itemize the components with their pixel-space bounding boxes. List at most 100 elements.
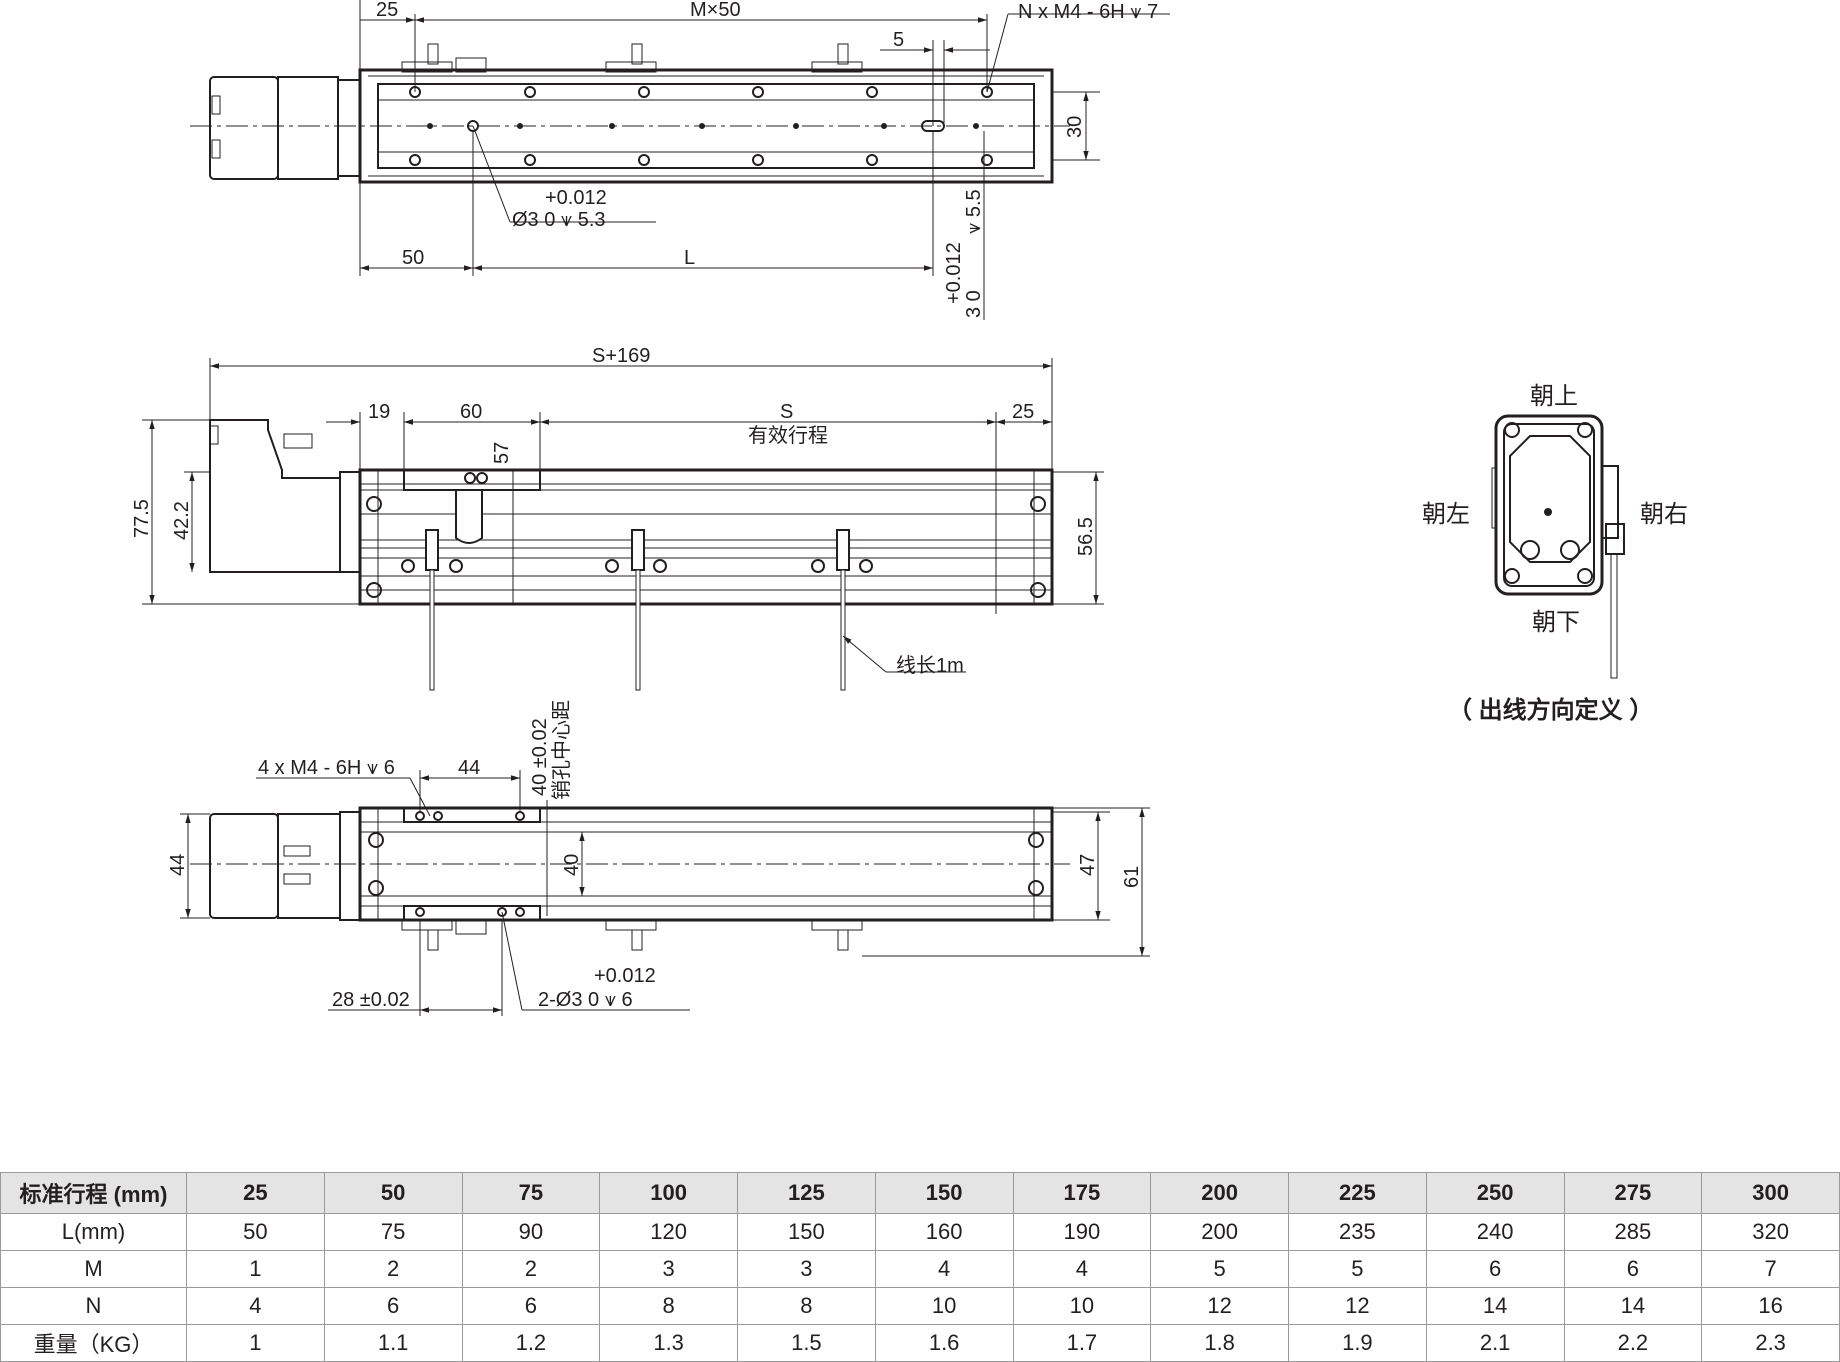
row-label: N	[0, 1287, 187, 1325]
end-view: 朝上 朝下 朝左 朝右 （ 出线方向定义 ）	[1422, 383, 1688, 724]
table-cell: 2.2	[1563, 1324, 1703, 1362]
motor-body	[277, 76, 339, 180]
spec-table: 标准行程 (mm) 25 50 75 100 125 150 175 200 2…	[0, 1172, 1840, 1362]
table-header-cell: 25	[186, 1172, 325, 1214]
row-label: L(mm)	[0, 1213, 187, 1251]
table-cell: 285	[1563, 1213, 1703, 1251]
table-cell: 12	[1150, 1287, 1289, 1325]
table-row: N 4 6 6 8 8 10 10 12 12 14 14 16	[0, 1287, 1840, 1325]
end-view-body	[1494, 414, 1604, 596]
dim-slot-depth: ⩛ 5.5	[963, 189, 985, 234]
dim-47: 47	[1077, 854, 1099, 876]
table-header-cell: 300	[1701, 1172, 1840, 1214]
dim-2x-tol: +0.012	[594, 965, 656, 987]
dim-mx50: M×50	[690, 0, 741, 21]
table-cell: 16	[1701, 1287, 1840, 1325]
label-dir-right: 朝右	[1640, 501, 1688, 528]
table-cell: 1	[186, 1324, 325, 1362]
sensor-tabs	[401, 43, 863, 73]
motor-side	[209, 419, 341, 573]
label-dir-left: 朝左	[1422, 501, 1470, 528]
table-cell: 12	[1288, 1287, 1427, 1325]
dim-60: 60	[460, 401, 482, 423]
table-cell: 4	[1012, 1250, 1152, 1288]
technical-drawing: 25 M×50 N x M4 - 6H ⩛ 7 5 30 +0.012 Ø3 0…	[131, 0, 1688, 1016]
table-cell: 4	[186, 1287, 325, 1325]
table-cell: 200	[1150, 1213, 1289, 1251]
dim-40: 40	[561, 854, 583, 876]
table-cell: 10	[1012, 1287, 1152, 1325]
table-cell: 6	[1563, 1250, 1703, 1288]
dim-77-5: 77.5	[131, 499, 153, 538]
dim-50: 50	[402, 247, 424, 269]
label-stroke: 有效行程	[748, 424, 828, 447]
table-cell: 2.3	[1701, 1324, 1840, 1362]
table-cell: 4	[874, 1250, 1014, 1288]
dim-slot-3: 3 0	[963, 290, 985, 318]
dim-n-holes: N x M4 - 6H ⩛ 7	[1018, 1, 1158, 23]
sensors-side	[425, 529, 850, 691]
dim-28: 28 ±0.02	[332, 989, 410, 1011]
dim-4x-holes: 4 x M4 - 6H ⩛ 6	[258, 757, 395, 779]
top-view: 25 M×50 N x M4 - 6H ⩛ 7 5 30 +0.012 Ø3 0…	[190, 0, 1170, 320]
table-header-cell: 200	[1150, 1172, 1289, 1214]
table-cell: 6	[1425, 1250, 1565, 1288]
table-cell: 1.8	[1150, 1324, 1289, 1362]
table-cell: 75	[323, 1213, 463, 1251]
table-cell: 1.9	[1288, 1324, 1427, 1362]
label-cable: 线长1m	[896, 654, 964, 677]
dim-S: S	[780, 401, 793, 423]
table-cell: 3	[599, 1250, 738, 1288]
table-header-label: 标准行程 (mm)	[0, 1172, 187, 1214]
label-dir-up: 朝上	[1530, 383, 1578, 410]
table-header-cell: 50	[323, 1172, 463, 1214]
table-cell: 1	[186, 1250, 325, 1288]
table-cell: 3	[737, 1250, 876, 1288]
dim-L: L	[684, 247, 695, 269]
table-cell: 1.1	[323, 1324, 463, 1362]
motor-flange	[337, 79, 361, 177]
table-row: M 1 2 2 3 3 4 4 5 5 6 6 7	[0, 1250, 1840, 1288]
table-cell: 6	[323, 1287, 463, 1325]
table-header-cell: 225	[1288, 1172, 1427, 1214]
table-cell: 190	[1012, 1213, 1152, 1251]
dim-30: 30	[1064, 116, 1086, 138]
dim-25-side: 25	[1012, 401, 1034, 423]
dim-56-5: 56.5	[1075, 517, 1097, 556]
dim-pin-tol: +0.012	[545, 187, 607, 209]
table-cell: 1.3	[599, 1324, 738, 1362]
table-row: L(mm) 50 75 90 120 150 160 190 200 235 2…	[0, 1213, 1840, 1251]
table-header-cell: 125	[737, 1172, 876, 1214]
table-cell: 14	[1563, 1287, 1703, 1325]
dim-25-top: 25	[376, 0, 398, 21]
table-header-cell: 275	[1563, 1172, 1703, 1214]
dim-2x-pins: 2-Ø3 0 ⩛ 6	[538, 989, 633, 1011]
bottom-view: 4 x M4 - 6H ⩛ 6 44 40 ±0.02 销孔中心距 40 44 …	[167, 700, 1150, 1016]
table-cell: 50	[186, 1213, 325, 1251]
dim-slot-tol: +0.012	[943, 242, 965, 304]
dim-pin: Ø3 0 ⩛ 5.3	[512, 209, 606, 231]
table-cell: 240	[1425, 1213, 1565, 1251]
table-cell: 8	[737, 1287, 876, 1325]
row-label: 重量（KG）	[0, 1324, 187, 1362]
table-cell: 1.2	[461, 1324, 601, 1362]
sensors-bottom	[401, 919, 863, 951]
table-cell: 320	[1701, 1213, 1840, 1251]
dim-42-2: 42.2	[171, 501, 193, 540]
table-cell: 2.1	[1425, 1324, 1565, 1362]
label-direction-caption: （ 出线方向定义 ）	[1448, 696, 1653, 724]
table-cell: 5	[1288, 1250, 1427, 1288]
side-view: S+169 19 60 S 有效行程 25 57 77.5 42.2	[131, 345, 1104, 691]
table-cell: 120	[599, 1213, 738, 1251]
table-header-cell: 100	[599, 1172, 738, 1214]
dim-19: 19	[368, 401, 390, 423]
dim-5: 5	[893, 29, 904, 51]
table-header-cell: 175	[1012, 1172, 1152, 1214]
table-cell: 10	[874, 1287, 1014, 1325]
table-cell: 5	[1150, 1250, 1289, 1288]
table-cell: 1.5	[737, 1324, 876, 1362]
table-header-row: 标准行程 (mm) 25 50 75 100 125 150 175 200 2…	[0, 1172, 1840, 1214]
table-cell: 2	[323, 1250, 463, 1288]
table-cell: 14	[1425, 1287, 1565, 1325]
dim-61: 61	[1121, 866, 1143, 888]
